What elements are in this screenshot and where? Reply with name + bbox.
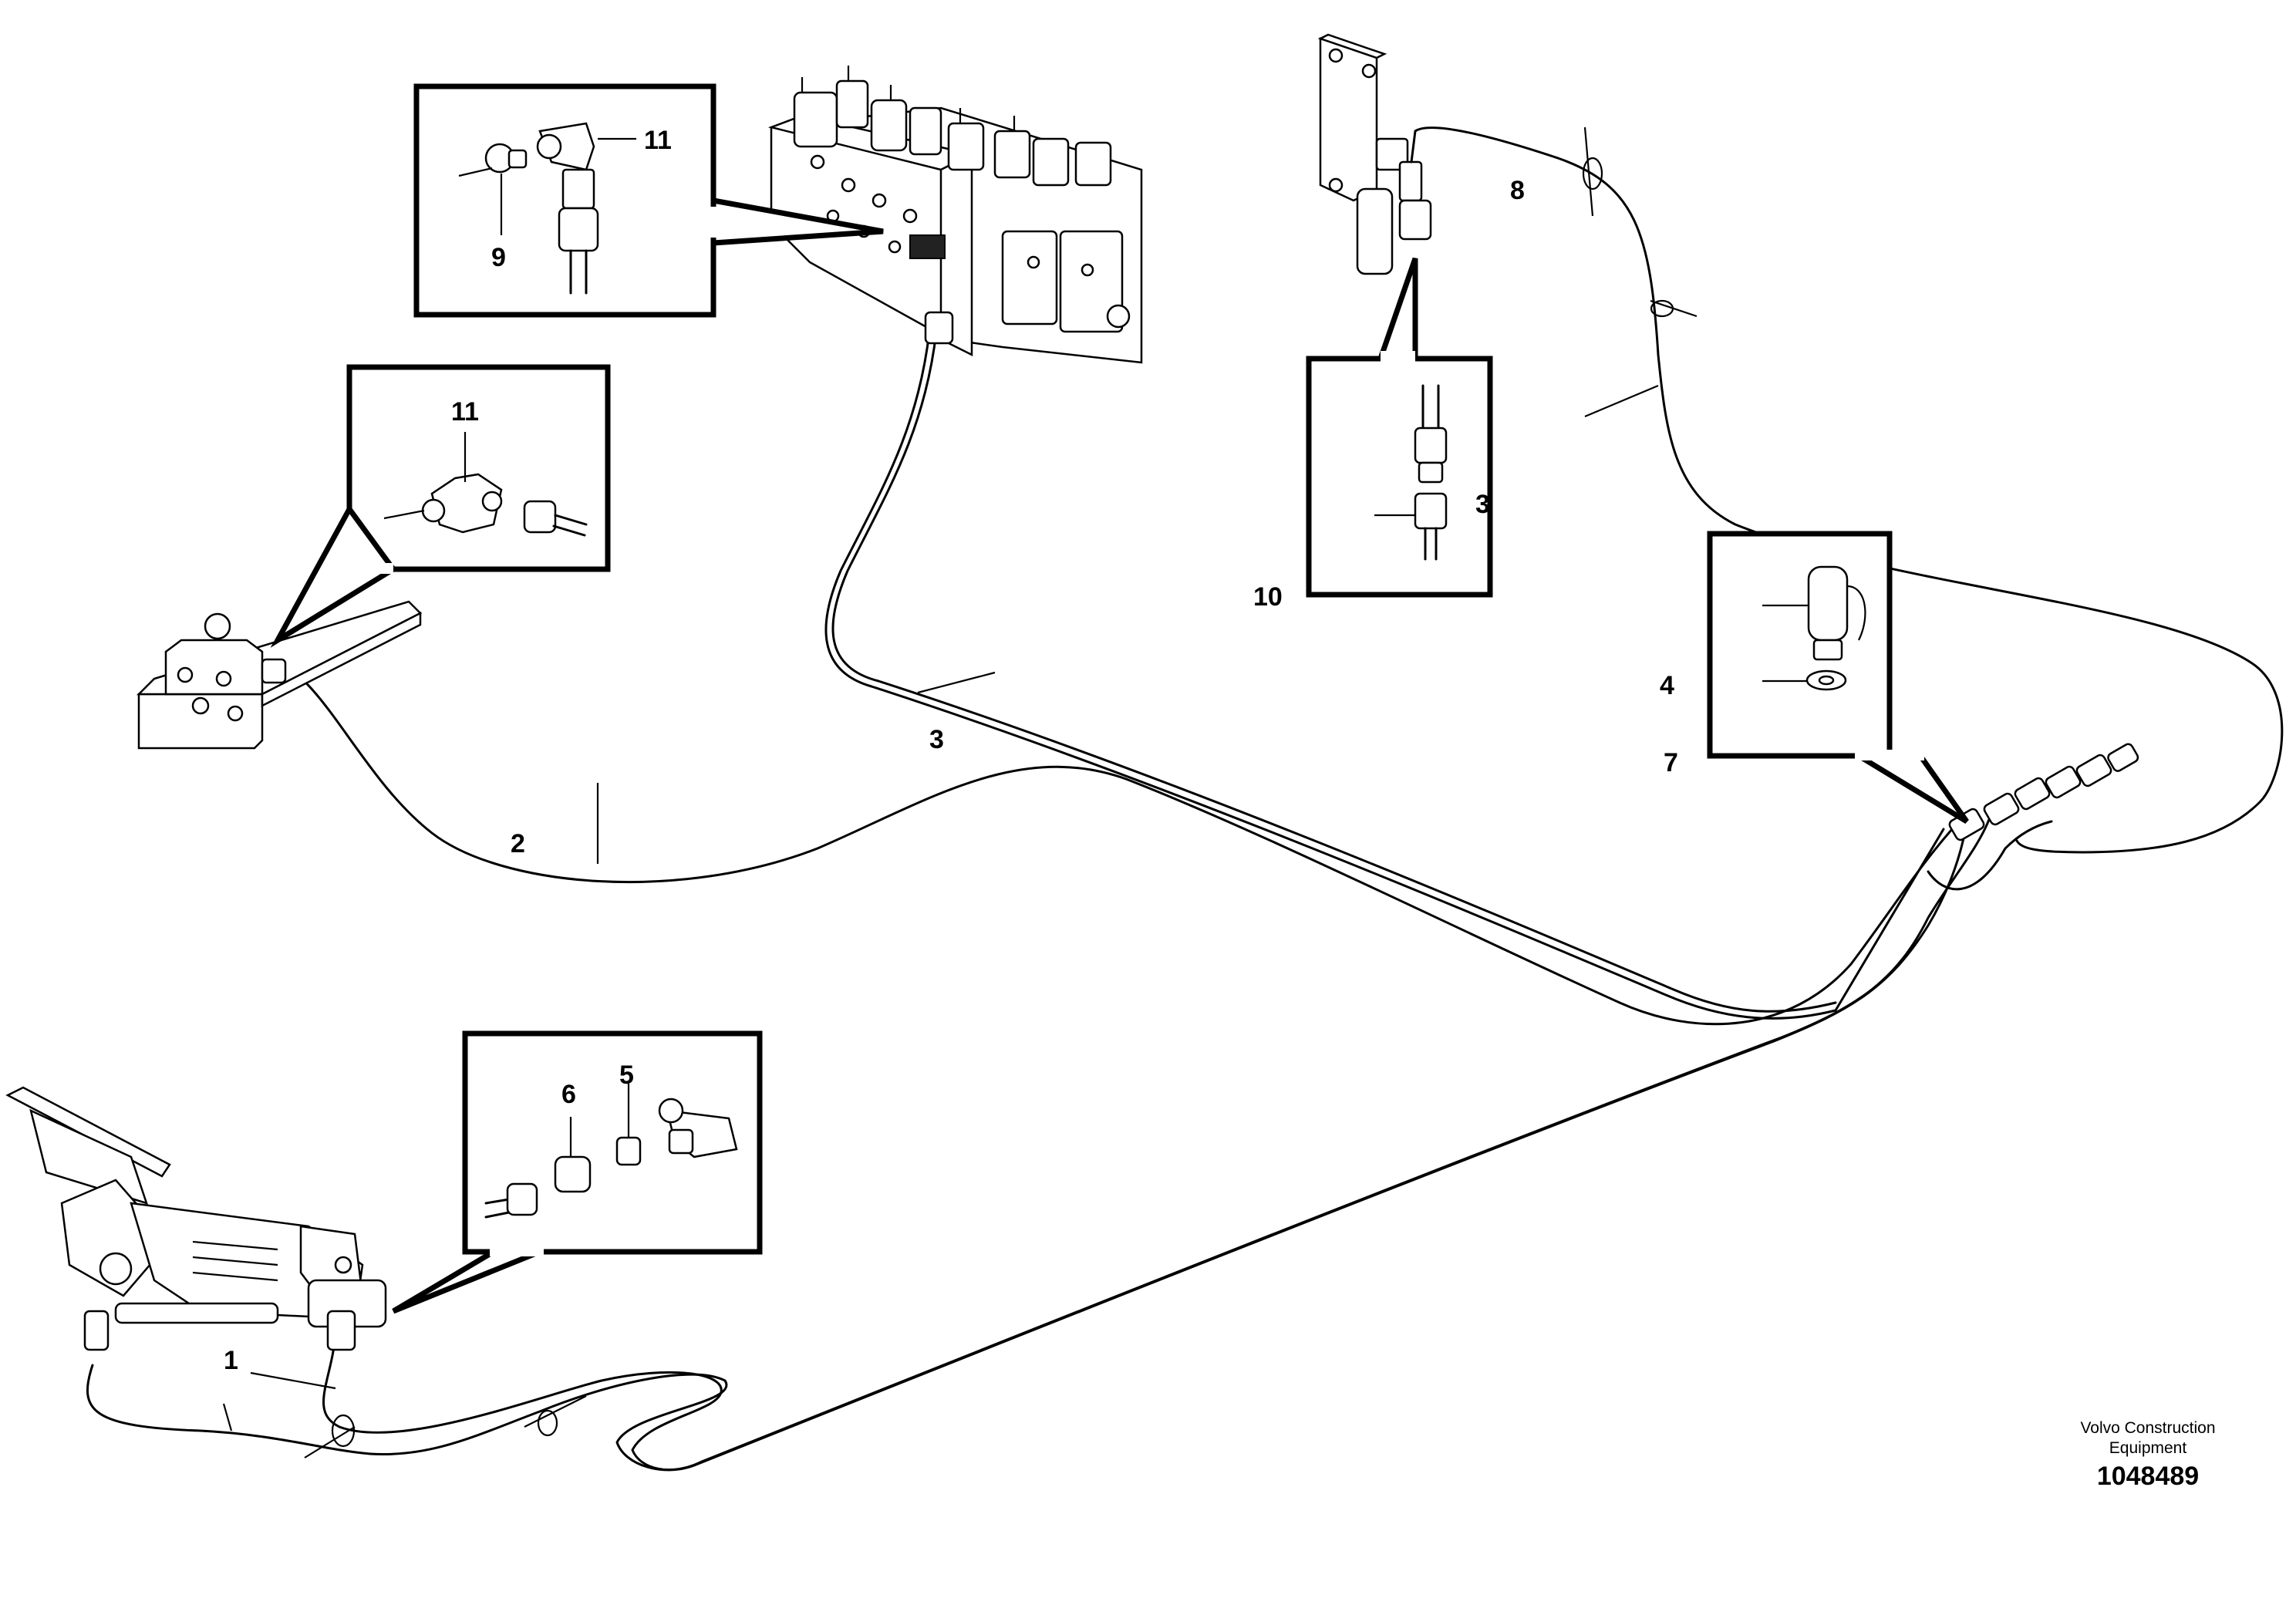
detail-box-adapter-3-10 [1306,257,1493,598]
figure-number: 1048489 [2097,1462,2199,1491]
union-adapter-icon [1414,384,1448,561]
test-connectors [1948,743,2139,841]
hose-clips [331,157,1674,1448]
callout-5: 5 [619,1061,634,1090]
hose-3-control-valve-to-connectors [824,330,1945,1020]
callout-11-top: 11 [644,126,672,155]
pedal-valve-assembly [5,1086,387,1351]
pressure-switch-bracket [1317,33,1432,275]
hose-1-pedal-to-connectors [86,816,2053,1472]
brand-line-1: Volvo Construction [2080,1419,2215,1437]
detail-box-fittings-5-6 [392,1030,763,1314]
callout-3-hose: 3 [929,725,944,754]
callout-10: 10 [1253,582,1283,612]
main-control-valve [767,66,1143,364]
callout-11-left: 11 [451,397,479,427]
hose-8-bracket-to-connectors [1414,126,2284,854]
elbow-fitting-icon [536,122,599,295]
callout-4: 4 [1660,671,1674,700]
callout-1: 1 [224,1346,238,1375]
brand-line-2: Equipment [2109,1439,2187,1457]
detail-box-elbow-11 [270,364,611,648]
nut-and-nipple-icon [484,1098,738,1219]
hose-2-block-to-connectors [276,662,1961,1026]
callout-8: 8 [1510,176,1525,205]
elbow-fitting-icon-2 [421,473,588,537]
callout-7: 7 [1664,748,1678,777]
callout-6: 6 [561,1080,576,1109]
hose-leader-lines [222,126,1698,1458]
callout-3-detail: 3 [1475,490,1490,519]
callout-9: 9 [491,243,506,272]
hydraulic-block [136,600,423,750]
check-valve-fitting-icon [458,143,528,177]
callout-2: 2 [511,829,525,858]
detail-box-fittings-9-11 [413,83,884,318]
detail-box-connector-4-7 [1707,531,1969,824]
